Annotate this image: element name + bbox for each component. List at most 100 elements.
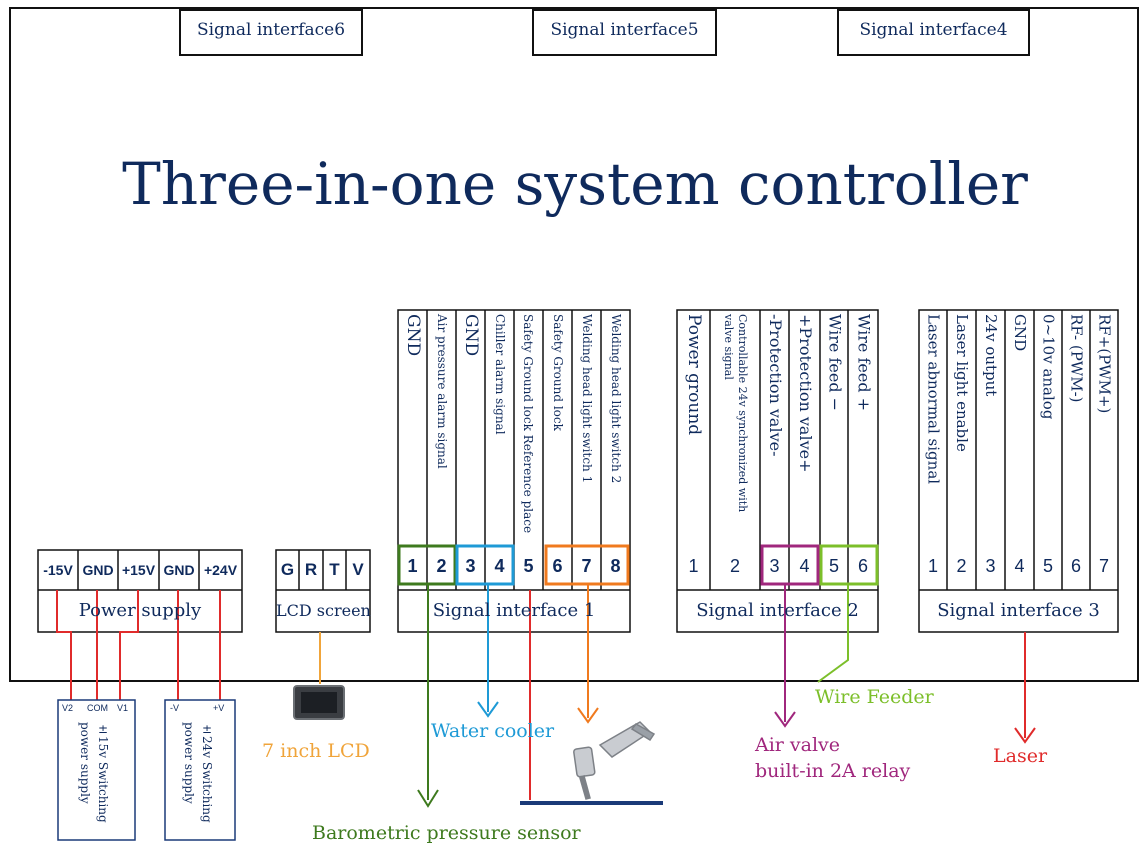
signal4-box (837, 9, 1030, 56)
relay-caption: built-in 2A relay (755, 760, 911, 782)
sig1-pin-8: 8 (610, 556, 621, 576)
power-supply-block (37, 549, 243, 633)
lcd-pin-g: G (280, 560, 295, 579)
sig1-label: Signal interface 1 (432, 600, 596, 621)
sig2-desc-5: Wire feed − (825, 314, 845, 412)
sig3-desc-7: RF+(PWM+) (1095, 314, 1114, 414)
page-title: Three-in-one system controller (122, 150, 1028, 218)
lcd-pin-r: R (304, 560, 318, 579)
psu15-box (57, 699, 136, 841)
sig2-pin-3: 3 (769, 556, 780, 576)
sig2-label: Signal interface 2 (696, 600, 859, 621)
psu-pin-3: +15V (121, 562, 156, 578)
sig2-desc-1: Power ground (684, 314, 704, 436)
psu24-text-1: ±24v Switching (200, 722, 214, 823)
psu-pin-5: +24V (203, 562, 238, 578)
welding-gun-image (573, 721, 656, 800)
sig3-pin-6: 6 (1070, 556, 1081, 576)
sig1-desc-3: GND (461, 314, 481, 357)
water-arrow (477, 701, 499, 718)
sig1-pin-4: 4 (494, 556, 505, 576)
sig3-desc-1: Laser abnormal signal (924, 314, 943, 485)
sig1-desc-4: Chiller alarm signal (493, 314, 507, 435)
psu15-text-1: ±15v Switching (96, 722, 110, 823)
psu24-pin-pos: +V (213, 703, 225, 713)
laser-caption: Laser (993, 745, 1048, 767)
sig1-desc-7: Welding head light switch 1 (580, 314, 594, 484)
group-purple (760, 544, 820, 586)
laser-arrow (1014, 727, 1036, 744)
lcd-pin-t: T (329, 560, 340, 579)
wire-feeder-wire (817, 584, 849, 683)
wire-feeder-caption: Wire Feeder (815, 686, 934, 708)
sig2-pin-2: 2 (729, 556, 740, 576)
psu-pin-2: GND (82, 562, 114, 578)
sig2-pin-5: 5 (828, 556, 839, 576)
psu24-pin-neg: -V (170, 703, 179, 713)
sig3-desc-2: Laser light enable (953, 314, 971, 452)
sig1-pin-6: 6 (552, 556, 563, 576)
sig3-pin-1: 1 (927, 556, 938, 576)
psu15-pin-v2: V2 (62, 703, 74, 713)
lcd-pin-v: V (352, 560, 364, 579)
sig3-desc-3: 24v output (982, 314, 1000, 397)
barometric-caption: Barometric pressure sensor (312, 822, 581, 844)
sig1-pin-2: 2 (436, 556, 447, 576)
sig1-desc-6: Safety Ground lock (551, 314, 565, 431)
sig2-desc-6: Wire feed + (854, 314, 874, 412)
psu15-pin-com: COM (87, 703, 108, 713)
sig1-pin-3: 3 (465, 556, 476, 576)
sig1-pin-5: 5 (523, 556, 534, 576)
psu-pin-4: GND (163, 562, 195, 578)
baro-arrow (417, 789, 439, 808)
signal6-box (179, 9, 363, 56)
sig3-label: Signal interface 3 (937, 600, 1100, 621)
sig2-desc-2: Controllable 24v synchronized with valve… (722, 314, 749, 513)
psu-wires (56, 590, 221, 704)
weld-arrow (577, 707, 599, 724)
psu15-pin-v1: V1 (117, 703, 129, 713)
psu24-box (164, 699, 236, 841)
sig1-desc-5: Safety Ground lock Reference place (521, 314, 535, 534)
sig3-block (918, 309, 1119, 633)
sig1-pin-1: 1 (407, 556, 418, 576)
sig1-desc-2: Air pressure alarm signal (435, 314, 449, 469)
sig2-pin-1: 1 (688, 556, 699, 576)
sig3-pin-4: 4 (1014, 556, 1025, 576)
sig1-desc-1: GND (403, 314, 423, 357)
sig2-block (676, 309, 879, 633)
sig2-desc-3: -Protection valve- (766, 314, 785, 457)
sig2-desc-4: +Protection valve+ (796, 314, 815, 473)
sig3-pin-7: 7 (1098, 556, 1109, 576)
signal5-label: Signal interface5 (550, 20, 699, 40)
sig1-block (397, 309, 631, 633)
lcd-device-image (293, 685, 345, 720)
psu15-text-2: power supply (78, 722, 92, 804)
sig3-pin-5: 5 (1042, 556, 1053, 576)
sig3-desc-6: RF- (PWM-) (1067, 314, 1086, 403)
sig1-desc-8: Welding head light switch 2 (609, 314, 623, 484)
sig1-pin-7: 7 (581, 556, 592, 576)
air-arrow (774, 711, 796, 728)
lcd-block (275, 549, 371, 633)
sig3-desc-5: 0~10v analog (1039, 314, 1058, 420)
signal5-box (532, 9, 717, 56)
psu24-text-2: power supply (182, 722, 196, 804)
signal6-label: Signal interface6 (196, 20, 346, 40)
air-valve-caption: Air valve (755, 734, 841, 756)
psu-pin-1: -15V (43, 562, 73, 578)
group-blue (455, 544, 515, 586)
sig3-pin-2: 2 (956, 556, 967, 576)
power-supply-label: Power supply (78, 600, 202, 621)
water-cooler-caption: Water cooler (431, 720, 555, 742)
signal4-label: Signal interface4 (859, 20, 1008, 40)
sig3-pin-3: 3 (985, 556, 996, 576)
controller-box (9, 7, 1139, 682)
sig3-desc-4: GND (1011, 314, 1029, 352)
lcd7-caption: 7 inch LCD (262, 740, 370, 762)
sig2-pin-4: 4 (799, 556, 810, 576)
sig2-pin-6: 6 (857, 556, 868, 576)
lcd-screen-label: LCD screen (276, 601, 371, 620)
